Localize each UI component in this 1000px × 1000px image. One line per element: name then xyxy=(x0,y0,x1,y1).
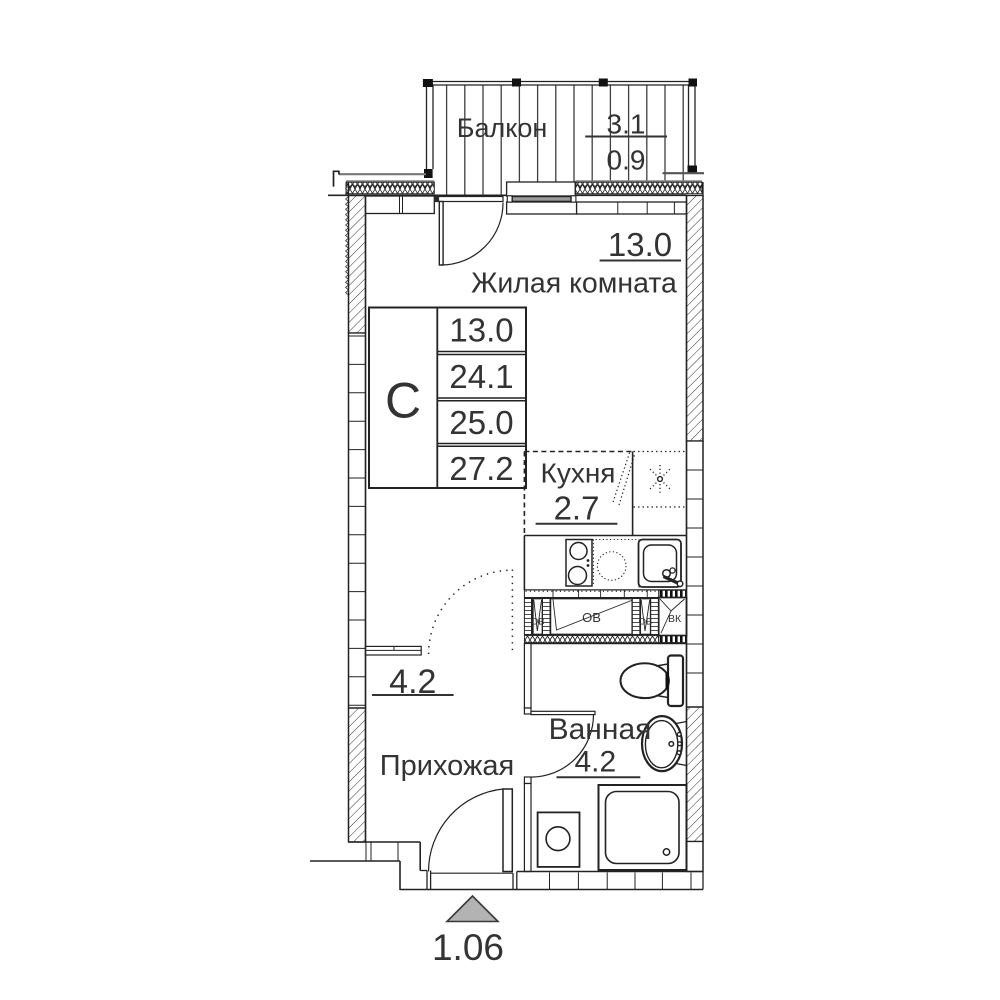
svg-text:ОВ: ОВ xyxy=(582,610,601,625)
svg-text:Жилая комната: Жилая комната xyxy=(471,268,677,300)
svg-text:Кухня: Кухня xyxy=(541,458,616,489)
svg-text:1.06: 1.06 xyxy=(432,927,504,968)
svg-text:Ванная: Ванная xyxy=(549,713,652,746)
svg-text:4.2: 4.2 xyxy=(574,745,616,778)
svg-text:0.9: 0.9 xyxy=(607,145,646,176)
svg-text:ОВ: ОВ xyxy=(639,617,653,628)
svg-text:Прихожая: Прихожая xyxy=(380,750,514,782)
svg-text:27.2: 27.2 xyxy=(449,450,513,487)
svg-text:13.0: 13.0 xyxy=(449,312,513,349)
svg-text:С: С xyxy=(385,373,421,429)
svg-text:24.1: 24.1 xyxy=(449,358,513,395)
svg-text:ОВ: ОВ xyxy=(531,617,545,628)
svg-text:13.0: 13.0 xyxy=(608,226,672,263)
svg-text:2.7: 2.7 xyxy=(554,490,600,527)
svg-text:3.1: 3.1 xyxy=(607,109,646,140)
svg-text:25.0: 25.0 xyxy=(449,404,513,441)
svg-text:ВК: ВК xyxy=(668,613,682,625)
svg-text:Балкон: Балкон xyxy=(457,113,548,143)
